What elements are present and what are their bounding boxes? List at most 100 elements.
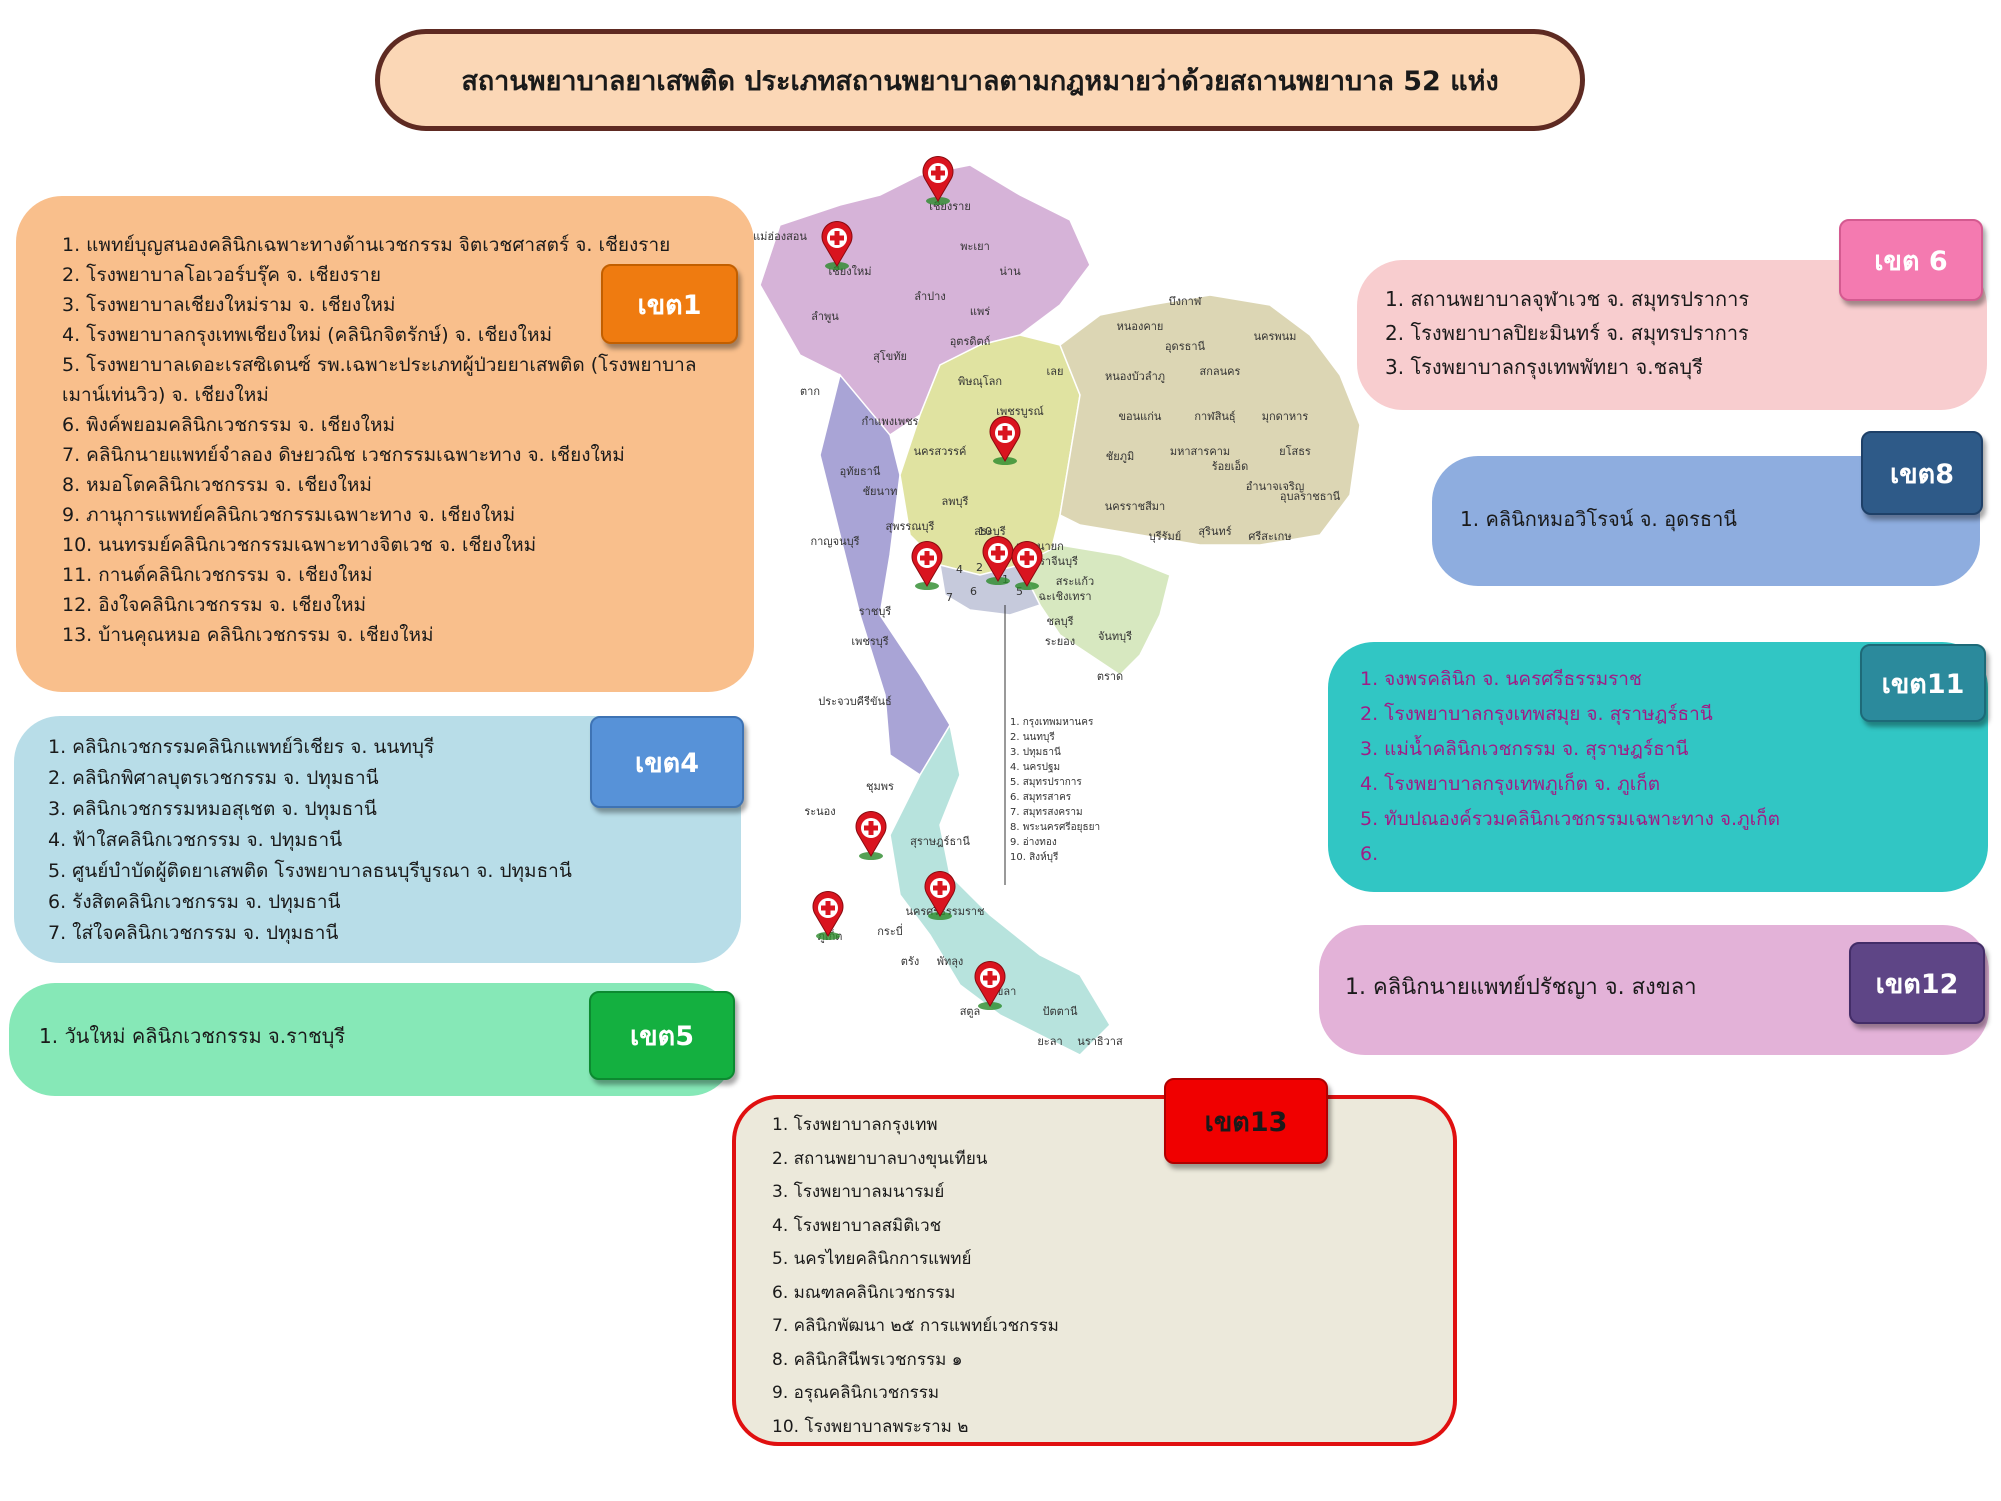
- hospital-markers: [812, 156, 1043, 1010]
- province-label: สุรินทร์: [1198, 525, 1231, 538]
- province-label: มุกดาหาร: [1262, 410, 1309, 423]
- province-label: ศรีสะเกษ: [1248, 530, 1291, 543]
- list-item: 3. โรงพยาบาลกรุงเทพพัทยา จ.ชลบุรี: [1385, 355, 1703, 379]
- province-label: นครพนม: [1254, 330, 1297, 343]
- province-label: ลำพูน: [811, 310, 839, 323]
- list-item: 12. อิงใจคลินิกเวชกรรม จ. เชียงใหม่: [62, 594, 367, 616]
- hospital-pin-icon: [982, 536, 1014, 585]
- list-item: 6. มณฑลคลินิกเวชกรรม: [772, 1282, 956, 1303]
- list-item: 7. คลินิกพัฒนา ๒๕ การแพทย์เวชกรรม: [772, 1316, 1059, 1336]
- region-6-badge: เขต 6: [1839, 219, 1983, 301]
- list-item: 2. คลินิกพิศาลบุตรเวชกรรม จ. ปทุมธานี: [48, 767, 379, 789]
- list-item: 13. บ้านคุณหมอ คลินิกเวชกรรม จ. เชียงใหม…: [62, 624, 434, 646]
- list-item: 3. แม่น้ำคลินิกเวชกรรม จ. สุราษฎร์ธานี: [1360, 738, 1689, 760]
- province-label: ลำปาง: [914, 290, 945, 303]
- list-item: 8. หมอโตคลินิกเวชกรรม จ. เชียงใหม่: [62, 474, 372, 496]
- province-label: เพชรบูรณ์: [996, 405, 1043, 418]
- province-label: นครสวรรค์: [914, 445, 967, 458]
- region-4-list: 1. คลินิกเวชกรรมคลินิกแพทย์วิเชียร จ. นน…: [48, 732, 707, 949]
- list-item: 2. โรงพยาบาลปิยะมินทร์ จ. สมุทรปราการ: [1385, 321, 1749, 345]
- area-number-label: 5: [1016, 585, 1023, 598]
- list-item: 4. โรงพยาบาลกรุงเทพภูเก็ต จ. ภูเก็ต: [1360, 773, 1661, 795]
- list-item: 3. โรงพยาบาลมนารมย์: [772, 1182, 945, 1202]
- province-label: สระแก้ว: [1056, 575, 1094, 588]
- legend-item: 2. นนทบุรี: [1010, 731, 1055, 743]
- legend-item: 6. สมุทรสาคร: [1010, 792, 1072, 803]
- province-label: กาญจนบุรี: [810, 535, 859, 548]
- list-item: 6. รังสิตคลินิกเวชกรรม จ. ปทุมธานี: [48, 891, 341, 913]
- province-label: ยะลา: [1037, 1035, 1062, 1048]
- list-item: 1. วันใหม่ คลินิกเวชกรรม จ.ราชบุรี: [39, 1024, 346, 1048]
- province-label: หนองบัวลำภู: [1105, 370, 1165, 383]
- province-label: แพร่: [970, 305, 990, 318]
- list-item: 1. จงพรคลินิก จ. นครศรีธรรมราช: [1360, 668, 1642, 690]
- province-label: นราธิวาส: [1077, 1035, 1123, 1048]
- region-11-badge: เขต11: [1860, 644, 1986, 722]
- hospital-pin-icon: [821, 221, 853, 270]
- list-item: 1. โรงพยาบาลกรุงเทพ: [772, 1115, 938, 1135]
- map-south-region: [889, 722, 1111, 1056]
- list-item: 7. ใส่ใจคลินิกเวชกรรม จ. ปทุมธานี: [48, 922, 339, 944]
- legend-item: 7. สมุทรสงคราม: [1010, 807, 1083, 818]
- list-item: 1. คลินิกเวชกรรมคลินิกแพทย์วิเชียร จ. นน…: [48, 736, 435, 758]
- region-1-badge: เขต1: [601, 264, 738, 344]
- province-label: เลย: [1047, 365, 1064, 378]
- province-label: อุตรดิตถ์: [950, 335, 991, 348]
- region-12-badge: เขต12: [1849, 942, 1985, 1024]
- list-item: 5. ทับปณองค์รวมคลินิกเวชกรรมเฉพาะทาง จ.ภ…: [1360, 808, 1780, 830]
- list-item: 3. โรงพยาบาลเชียงใหม่ราม จ. เชียงใหม่: [62, 294, 396, 316]
- province-label: กาฬสินธุ์: [1194, 410, 1235, 423]
- area-number-label: 4: [956, 563, 963, 576]
- province-label: ฉะเชิงเทรา: [1038, 590, 1091, 603]
- province-label: พัทลุง: [937, 955, 964, 968]
- list-item: 4. โรงพยาบาลกรุงเทพเชียงใหม่ (คลินิกจิตร…: [62, 324, 553, 346]
- province-label: สตูล: [960, 1005, 981, 1018]
- area-number-label: 2: [976, 561, 983, 574]
- province-label: ปราจีนบุรี: [1032, 555, 1078, 568]
- region-8-badge: เขต8: [1861, 431, 1983, 515]
- province-label: ตาก: [800, 385, 820, 398]
- region-12-list: 1. คลินิกนายแพทย์ปรัชญา จ. สงขลา: [1345, 973, 1963, 1003]
- province-label: ลพบุรี: [942, 495, 969, 508]
- province-label: นครศรีธรรมราช: [905, 905, 984, 918]
- region-5-badge: เขต5: [589, 991, 735, 1080]
- hospital-pin-icon: [855, 811, 887, 860]
- province-label: เพชรบุรี: [851, 635, 888, 648]
- hospital-pin-icon: [911, 541, 943, 590]
- legend-item: 3. ปทุมธานี: [1010, 746, 1061, 758]
- legend-item: 1. กรุงเทพมหานคร: [1010, 717, 1094, 728]
- province-label: กำแพงเพชร: [862, 415, 919, 428]
- province-label: บุรีรัมย์: [1149, 530, 1182, 543]
- province-label: พะเยา: [960, 240, 990, 253]
- province-label: ร้อยเอ็ด: [1212, 459, 1248, 473]
- province-label: ชัยนาท: [863, 485, 898, 498]
- list-item: 6.: [1360, 843, 1379, 865]
- list-item: เมาน์เท่นวิว) จ. เชียงใหม่: [62, 384, 269, 406]
- list-item: 4. ฟ้าใสคลินิกเวชกรรม จ. ปทุมธานี: [48, 829, 343, 851]
- area-number-label: 10: [978, 525, 992, 538]
- hospital-pin-icon: [989, 416, 1021, 465]
- legend-item: 4. นครปฐม: [1010, 762, 1060, 773]
- region-5-list: 1. วันใหม่ คลินิกเวชกรรม จ.ราชบุรี: [39, 1021, 705, 1051]
- hospital-pin-icon: [924, 871, 956, 920]
- province-label: ระยอง: [1045, 635, 1075, 648]
- province-label: ชัยภูมิ: [1106, 450, 1134, 463]
- region-8-list: 1. คลินิกหมอวิโรจน์ จ. อุดรธานี: [1460, 504, 1952, 534]
- province-label: อุดรธานี: [1165, 340, 1206, 353]
- province-label: แม่ฮ่องสอน: [753, 230, 807, 243]
- province-label: ราชบุรี: [859, 605, 892, 618]
- province-label: พิษณุโลก: [958, 374, 1002, 388]
- province-label: ประจวบคีรีขันธ์: [818, 695, 891, 708]
- province-label: สระบุรี: [974, 525, 1006, 538]
- list-item: 7. คลินิกนายแพทย์จำลอง ดิษยวณิช เวชกรรมเ…: [62, 444, 625, 466]
- list-item: 3. คลินิกเวชกรรมหมอสุเชต จ. ปทุมธานี: [48, 798, 377, 820]
- province-label: ปัตตานี: [1043, 1005, 1078, 1018]
- province-label: น่าน: [999, 265, 1021, 278]
- list-item: 10. โรงพยาบาลพระราม ๒: [772, 1416, 969, 1437]
- list-item: 1. คลินิกหมอวิโรจน์ จ. อุดรธานี: [1460, 507, 1737, 531]
- region-1-list: 1. แพทย์บุญสนองคลินิกเฉพาะทางด้านเวชกรรม…: [62, 230, 708, 650]
